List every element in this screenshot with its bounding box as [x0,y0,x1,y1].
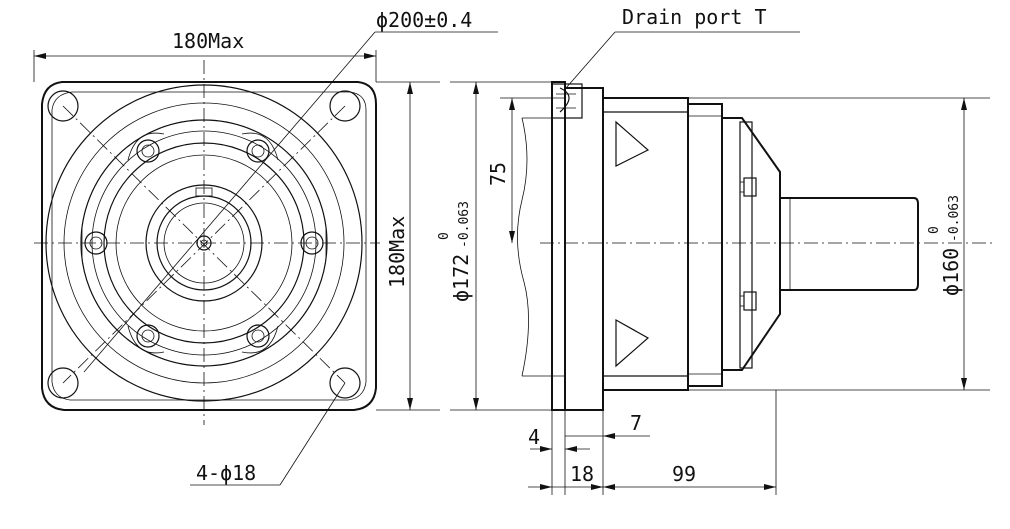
dia-160-lower-tol: -0.063 [947,195,962,242]
dim-99: 99 [672,462,696,486]
dia-172-upper-tol: 0 [437,232,452,240]
width-dimension: 180Max [172,29,244,53]
mounting-flange [551,81,566,411]
dim-75: 75 [486,162,510,186]
drain-port-label: Drain port T [622,5,767,29]
pcd-dimension: ϕ200±0.4 [376,8,472,32]
side-view: ϕ172 0 -0.063 75 [437,5,995,495]
dim-7: 7 [630,411,642,435]
dia-160-upper-tol: 0 [927,226,942,234]
height-dimension: 180Max [385,216,409,288]
end-cap [721,117,781,371]
dim-18: 18 [570,462,594,486]
dim-4: 4 [528,425,540,449]
bolt-hole [47,367,79,399]
holes-dimension: 4-ϕ18 [196,461,256,485]
flange-outline [41,81,377,411]
bolt-hole [329,367,361,399]
dia-160-label: ϕ160 [939,248,963,296]
drain-port-fitting [551,83,583,119]
bolt-hole [329,90,361,122]
front-view: 180Max 180Max ϕ200±0.4 4-ϕ18 [33,8,498,486]
dia-172-lower-tol: -0.063 [457,201,472,248]
dia-172-label: ϕ172 [449,254,473,302]
bolt-hole [47,90,79,122]
output-shaft [779,197,919,291]
